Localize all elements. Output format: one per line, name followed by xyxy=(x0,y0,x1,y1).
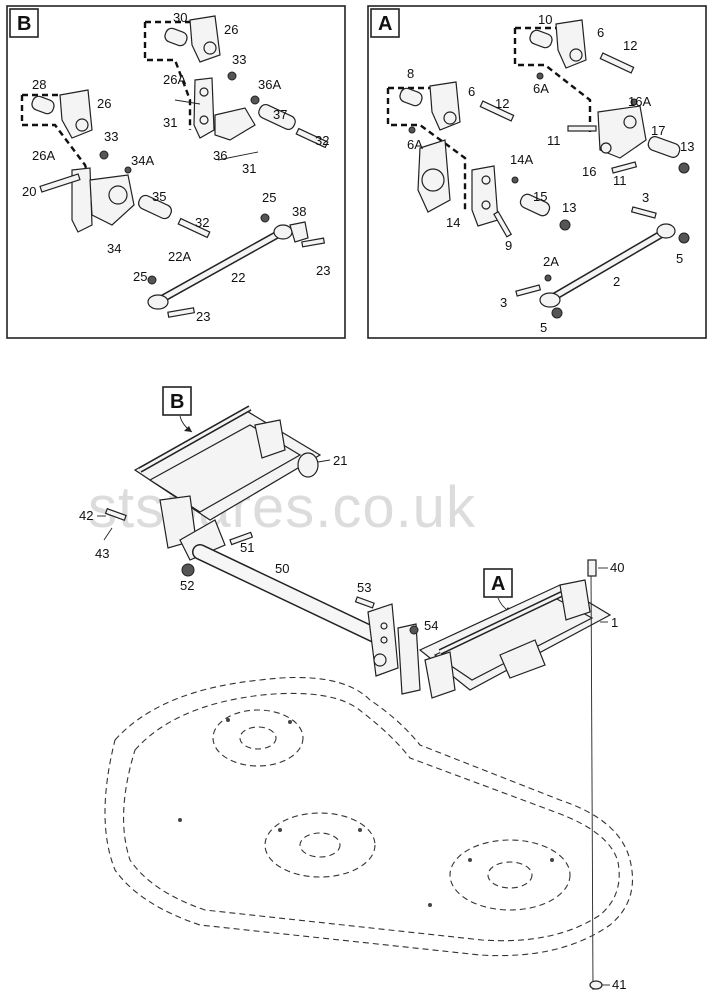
label-b-32-lower: 32 xyxy=(195,215,209,230)
callout-b-badge xyxy=(162,386,192,416)
label-a-5-lower: 5 xyxy=(540,320,547,335)
label-b-26-left: 26 xyxy=(97,96,111,111)
label-b-38: 38 xyxy=(292,204,306,219)
label-a-11-top: 11 xyxy=(547,133,561,148)
label-b-32-top: 32 xyxy=(315,133,329,148)
label-a-16a: 16A xyxy=(628,94,651,109)
label-b-33-left: 33 xyxy=(104,129,118,144)
label-b-28: 28 xyxy=(32,77,46,92)
label-b-25-lower: 25 xyxy=(133,269,147,284)
label-b-33: 33 xyxy=(232,52,246,67)
label-b-35: 35 xyxy=(152,189,166,204)
label-b-23-lower: 23 xyxy=(196,309,210,324)
label-b-37: 37 xyxy=(273,107,287,122)
label-54: 54 xyxy=(424,618,438,633)
label-a-16: 16 xyxy=(582,164,596,179)
label-a-12-top: 12 xyxy=(623,38,637,53)
label-a-12-left: 12 xyxy=(495,96,509,111)
label-50: 50 xyxy=(275,561,289,576)
label-b-26: 26 xyxy=(224,22,238,37)
watermark: stspares.co.uk xyxy=(88,475,476,540)
label-b-31: 31 xyxy=(163,115,177,130)
panel-b: B xyxy=(6,5,346,339)
panel-a-badge xyxy=(370,8,400,38)
panel-a-letter: A xyxy=(378,13,392,35)
label-52: 52 xyxy=(180,578,194,593)
panel-b-letter: B xyxy=(17,13,31,35)
label-b-34a: 34A xyxy=(131,153,154,168)
label-a-6-left: 6 xyxy=(468,84,475,99)
label-b-31-lower: 31 xyxy=(242,161,256,176)
label-43: 43 xyxy=(95,546,109,561)
label-a-14: 14 xyxy=(446,215,460,230)
callout-a: A xyxy=(491,573,505,595)
label-51: 51 xyxy=(240,540,254,555)
label-b-23-right: 23 xyxy=(316,263,330,278)
label-a-5-right: 5 xyxy=(676,251,683,266)
label-b-26a: 26A xyxy=(163,72,186,87)
label-a-6a-left: 6A xyxy=(407,137,423,152)
label-53: 53 xyxy=(357,580,371,595)
panel-b-border xyxy=(6,5,346,339)
label-a-13-right: 13 xyxy=(680,139,694,154)
callout-b: B xyxy=(170,391,184,413)
label-a-13-lower: 13 xyxy=(562,200,576,215)
label-a-15: 15 xyxy=(533,189,547,204)
label-41: 41 xyxy=(612,977,626,992)
label-40: 40 xyxy=(610,560,624,575)
label-a-14a: 14A xyxy=(510,152,533,167)
label-b-22: 22 xyxy=(231,270,245,285)
label-a-2a: 2A xyxy=(543,254,559,269)
label-42: 42 xyxy=(79,508,93,523)
label-a-3-lower: 3 xyxy=(500,295,507,310)
label-1: 1 xyxy=(611,615,618,630)
label-a-9: 9 xyxy=(505,238,512,253)
label-b-36a: 36A xyxy=(258,77,281,92)
main-assembly: B A xyxy=(79,386,634,992)
panel-a: A xyxy=(367,5,707,339)
label-a-17: 17 xyxy=(651,123,665,138)
label-b-25-top: 25 xyxy=(262,190,276,205)
label-b-26a-left: 26A xyxy=(32,148,55,163)
label-a-6: 6 xyxy=(597,25,604,40)
label-a-6a-top: 6A xyxy=(533,81,549,96)
label-a-2: 2 xyxy=(613,274,620,289)
label-b-34: 34 xyxy=(107,241,121,256)
label-a-11-lower: 11 xyxy=(613,173,627,188)
label-b-36: 36 xyxy=(213,148,227,163)
label-a-8: 8 xyxy=(407,66,414,81)
label-a-10: 10 xyxy=(538,12,552,27)
label-b-30: 30 xyxy=(173,10,187,25)
label-b-22a: 22A xyxy=(168,249,191,264)
label-b-20: 20 xyxy=(22,184,36,199)
label-21: 21 xyxy=(333,453,347,468)
callout-a-badge xyxy=(483,568,513,598)
label-a-3-right: 3 xyxy=(642,190,649,205)
panel-b-badge xyxy=(9,8,39,38)
